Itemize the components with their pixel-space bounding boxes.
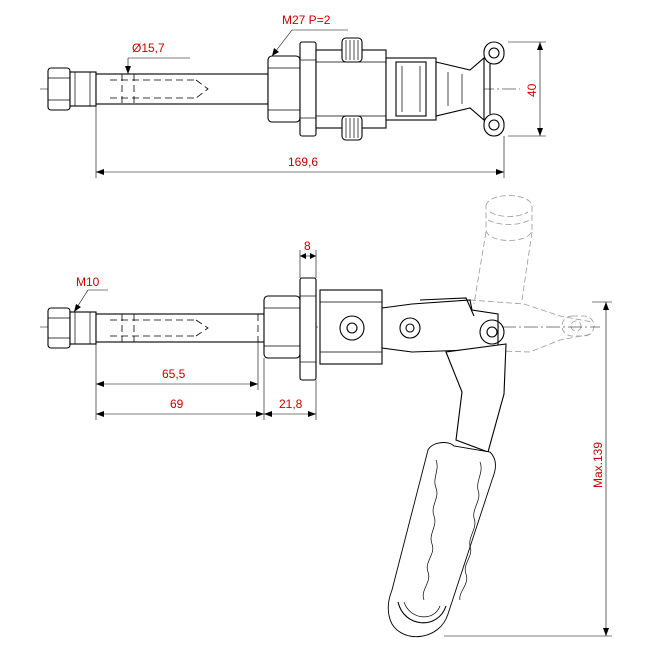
top-pin-head-lower: [341, 115, 363, 141]
top-hex-nut: [299, 41, 317, 137]
top-pin-head-upper: [341, 37, 363, 63]
overall-length-label: 169,6: [288, 155, 318, 169]
top-nut: [47, 67, 71, 111]
side-threaded-body: [263, 295, 301, 359]
height-label: 40: [525, 83, 539, 97]
side-link-arm: [381, 299, 499, 353]
top-linkage: [385, 57, 437, 121]
link-pin: [399, 317, 421, 339]
side-plunger-rod: [95, 313, 269, 343]
side-handle-lever: [445, 343, 507, 453]
top-plunger-rod: [95, 73, 269, 105]
handle-grip: [387, 442, 496, 638]
stroke-length-label: 65,5: [162, 367, 186, 381]
side-nut: [47, 307, 71, 349]
max-height-label: Max.139: [591, 442, 605, 488]
side-threaded-end: [69, 311, 97, 345]
housing-pin: [339, 315, 365, 341]
top-fork-end-upper: [483, 41, 505, 65]
rod-length-label: 69: [170, 397, 184, 411]
flange-width-label: 8: [304, 239, 311, 253]
thread-tip-label: M10: [76, 275, 100, 289]
side-view: 8 M10 65,5 69 21,8 Max.139: [40, 195, 612, 638]
side-housing: [319, 289, 383, 365]
thread-main-label: M27 P=2: [282, 13, 331, 27]
top-handle-yoke: [435, 56, 485, 122]
top-fork-end-lower: [483, 113, 505, 137]
top-view: Ø15,7 M27 P=2 40 169,6: [40, 13, 546, 178]
top-threaded-body: [267, 55, 301, 123]
body-length-label: 21,8: [279, 397, 303, 411]
side-flange-nut: [299, 277, 317, 381]
top-threaded-end: [69, 71, 97, 107]
handle-pivot: [479, 319, 505, 345]
diameter-label: Ø15,7: [132, 41, 165, 55]
